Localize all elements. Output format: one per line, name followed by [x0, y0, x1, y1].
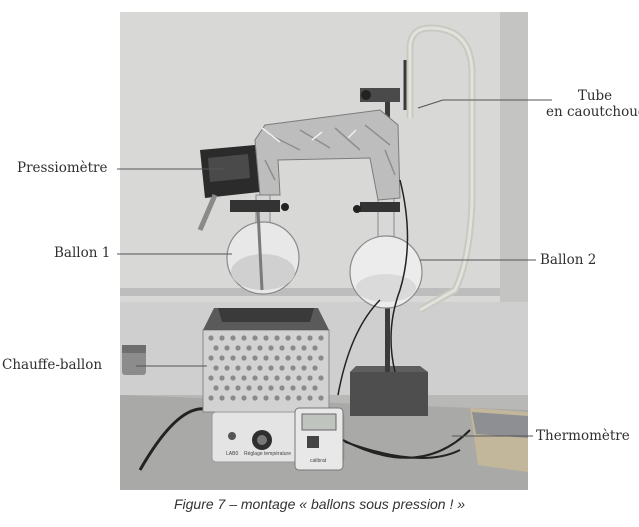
heater-hole: [290, 385, 296, 391]
heater-hole: [252, 395, 258, 401]
heater-hole: [241, 335, 247, 341]
label-chauffe-ballon: Chauffe-ballon: [2, 357, 103, 373]
heater-hole: [246, 385, 252, 391]
heater-hole: [224, 345, 230, 351]
heater-hole: [318, 355, 324, 361]
heater-hole: [213, 365, 219, 371]
label-tube-line1: Tube: [577, 88, 613, 104]
heater-hole: [274, 375, 280, 381]
heater-hole: [246, 365, 252, 371]
heater-hole: [296, 375, 302, 381]
heater-hole: [312, 365, 318, 371]
heater: LAB0 Réglage température: [202, 308, 345, 463]
clamp-left: [230, 200, 280, 212]
svg-text:LAB0: LAB0: [226, 451, 238, 457]
heater-hole: [219, 375, 225, 381]
label-ballon-1: Ballon 1: [54, 245, 111, 261]
heater-hole: [230, 395, 236, 401]
heater-hole: [312, 385, 318, 391]
heater-hole: [285, 335, 291, 341]
heater-hole: [301, 385, 307, 391]
heater-hole: [307, 375, 313, 381]
heater-hole: [235, 345, 241, 351]
clamp-right: [360, 202, 400, 212]
label-tube: Tube en caoutchouc: [546, 88, 639, 120]
ballon-2: [349, 194, 423, 309]
heater-hole: [279, 385, 285, 391]
heater-hole: [208, 395, 214, 401]
heater-hole: [296, 355, 302, 361]
heater-hole: [219, 355, 225, 361]
label-thermometre: Thermomètre: [536, 428, 630, 444]
heater-hole: [241, 395, 247, 401]
thermometer-device: calibrat: [294, 407, 471, 471]
heater-hole: [274, 395, 280, 401]
heater-hole: [307, 395, 313, 401]
heater-hole: [279, 365, 285, 371]
heater-hole: [263, 375, 269, 381]
heater-hole: [246, 345, 252, 351]
heater-hole: [301, 345, 307, 351]
heater-hole: [263, 395, 269, 401]
heater-hole: [274, 335, 280, 341]
heater-hole: [274, 355, 280, 361]
heater-hole: [318, 335, 324, 341]
heater-hole: [318, 395, 324, 401]
heater-hole: [208, 335, 214, 341]
stand-base: [350, 372, 428, 416]
box-lower-right: [470, 408, 528, 472]
heater-hole: [224, 385, 230, 391]
heater-hole: [301, 365, 307, 371]
heater-hole: [219, 395, 225, 401]
svg-text:Réglage température: Réglage température: [244, 451, 291, 457]
heater-hole: [312, 345, 318, 351]
heater-hole: [235, 385, 241, 391]
figure-caption: Figure 7 – montage « ballons sous pressi…: [173, 496, 466, 512]
pressiometre-device: [197, 145, 260, 231]
heater-hole: [268, 365, 274, 371]
heater-hole: [307, 335, 313, 341]
label-tube-line2: en caoutchouc: [546, 104, 639, 120]
heater-hole: [318, 375, 324, 381]
heater-hole: [252, 375, 258, 381]
heater-hole: [290, 345, 296, 351]
heater-hole: [257, 345, 263, 351]
heater-hole: [307, 355, 313, 361]
heater-hole: [230, 355, 236, 361]
heater-hole: [268, 345, 274, 351]
heater-hole: [208, 355, 214, 361]
heater-hole: [263, 335, 269, 341]
heater-hole: [230, 335, 236, 341]
heater-hole: [252, 335, 258, 341]
heater-hole: [224, 365, 230, 371]
heater-hole: [252, 355, 258, 361]
leader-lines: [117, 99, 552, 437]
heater-hole: [285, 395, 291, 401]
heater-hole: [219, 335, 225, 341]
heater-hole: [241, 355, 247, 361]
heater-hole: [296, 335, 302, 341]
heater-hole: [285, 355, 291, 361]
svg-text:calibrat: calibrat: [310, 458, 327, 464]
heater-hole: [268, 385, 274, 391]
heater-hole: [235, 365, 241, 371]
label-pressiometre: Pressiomètre: [17, 160, 108, 176]
top-clamp: [360, 88, 400, 102]
heater-hole: [257, 365, 263, 371]
heater-hole: [257, 385, 263, 391]
heater-hole: [263, 355, 269, 361]
heater-hole: [296, 395, 302, 401]
label-ballon-2: Ballon 2: [540, 252, 597, 268]
heater-hole: [208, 375, 214, 381]
heater-hole: [241, 375, 247, 381]
heater-hole: [213, 345, 219, 351]
aluminium-tube: [254, 109, 401, 201]
heater-hole: [230, 375, 236, 381]
heater-hole: [213, 385, 219, 391]
heater-hole: [290, 365, 296, 371]
heater-hole: [285, 375, 291, 381]
heater-hole: [279, 345, 285, 351]
